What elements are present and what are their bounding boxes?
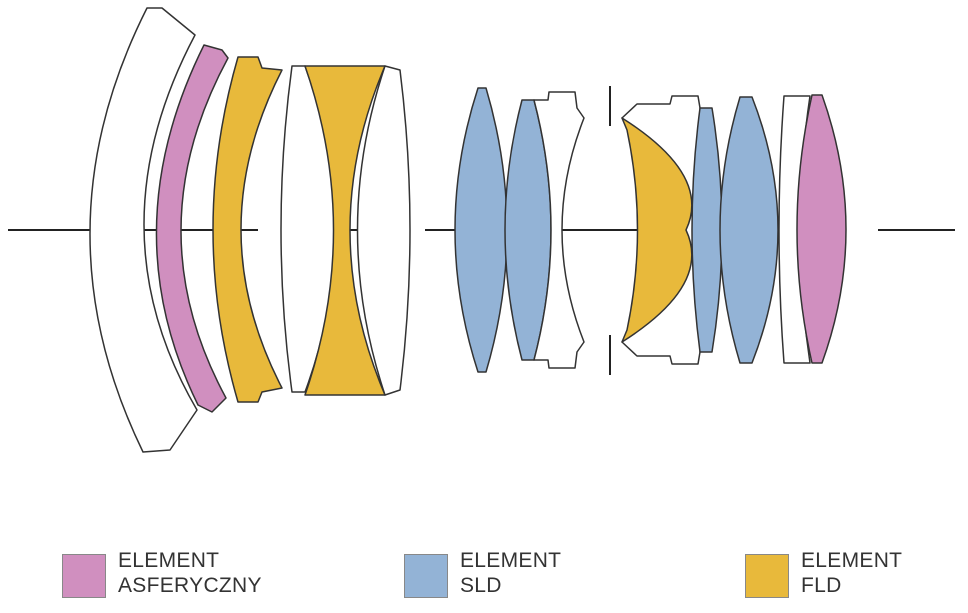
aspherical-swatch	[62, 554, 106, 598]
lens-element-12-sld	[691, 107, 723, 353]
lens-element-6	[356, 65, 411, 396]
legend-label-sld: ELEMENT SLD	[460, 548, 561, 598]
legend-label-fld: ELEMENT FLD	[801, 548, 902, 598]
lens-element-9	[533, 91, 585, 369]
legend-label-line: ASFERYCZNY	[118, 574, 262, 597]
fld-swatch	[745, 554, 789, 598]
lens-element-7-sld	[454, 87, 508, 373]
lens-element-2-aspherical	[155, 44, 229, 413]
lens-element-1	[89, 7, 198, 453]
lens-element-15-aspherical	[796, 94, 847, 364]
legend-label-aspherical: ELEMENT ASFERYCZNY	[118, 548, 262, 598]
legend-label-line: FLD	[801, 574, 842, 597]
lens-element-3-fld	[212, 56, 283, 403]
legend-label-line: ELEMENT	[118, 549, 220, 572]
lens-element-11-fld	[621, 117, 693, 343]
legend-label-line: ELEMENT	[460, 549, 562, 572]
legend-label-line: ELEMENT	[801, 549, 903, 572]
lens-element-13-sld	[719, 96, 779, 364]
sld-swatch	[404, 554, 448, 598]
legend-label-line: SLD	[460, 574, 502, 597]
